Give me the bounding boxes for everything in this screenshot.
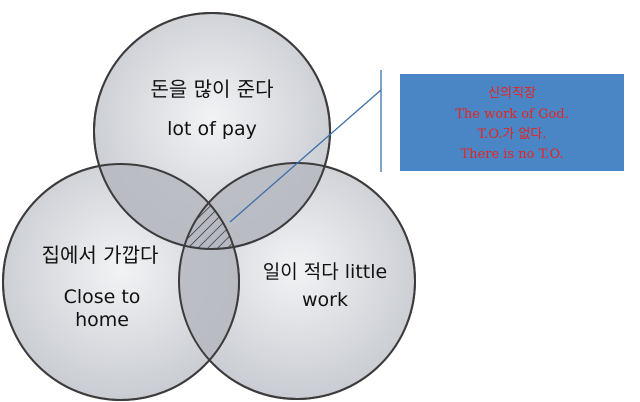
callout-line-4: There is no T.O.	[461, 147, 564, 162]
top-english-label: lot of pay	[167, 118, 257, 140]
callout-box	[400, 74, 624, 171]
callout-line-3: T.O.가 없다.	[477, 127, 546, 142]
overlap-top-right	[179, 163, 330, 249]
top-korean-label: 돈을 많이 준다	[150, 77, 273, 101]
right-label-line-2: work	[302, 289, 348, 311]
left-korean-label: 집에서 가깝다	[42, 243, 159, 267]
overlap-top-left	[94, 164, 239, 249]
circle-left-outline	[2, 163, 240, 401]
left-english-line-2: home	[75, 309, 129, 331]
left-english-line-1: Close to	[64, 286, 141, 308]
connector-line	[229, 89, 382, 223]
circle-top-outline	[93, 12, 331, 250]
callout-line-2: The work of God.	[455, 107, 568, 122]
right-label-line-1: 일이 적다 little	[263, 261, 387, 283]
callout-line-1: 신의직장	[488, 86, 536, 101]
